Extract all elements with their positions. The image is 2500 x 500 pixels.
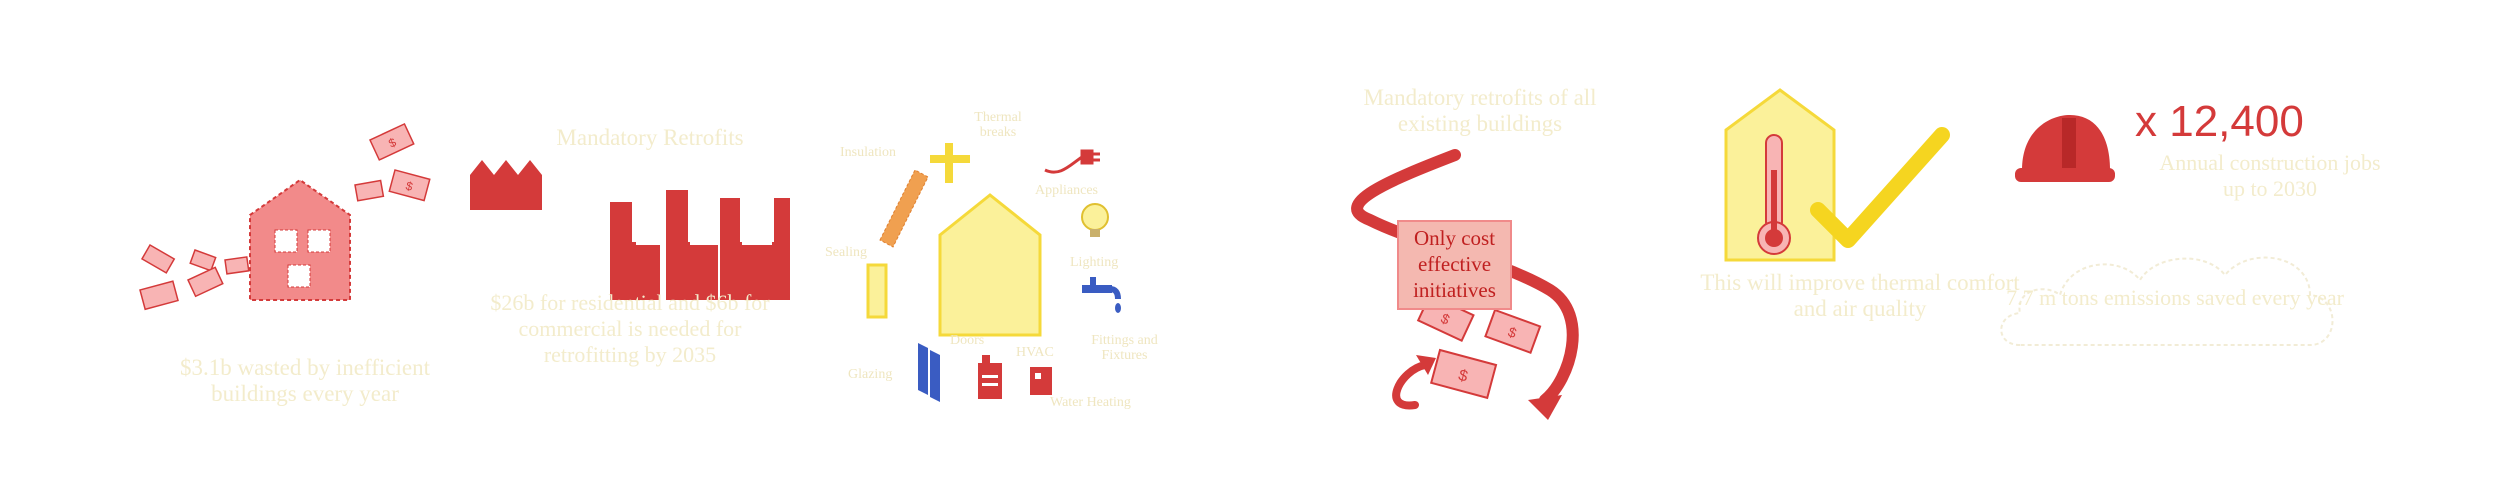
money-bill-icon: $ [369, 122, 415, 161]
wasted-money-caption: $3.1b wasted by inefficient buildings ev… [180, 355, 430, 406]
thermometer-icon [1757, 134, 1791, 255]
commercial-buildings-icon [610, 190, 790, 300]
thermal-comfort-illustration [1724, 88, 1950, 262]
checkmark-icon [1810, 127, 1950, 248]
retrofit-measures-diagram [866, 143, 1121, 402]
retrofit-title: Mandatory Retrofits [556, 125, 744, 150]
arrow-head-icon [1528, 395, 1562, 420]
thermal-break-icon [930, 143, 970, 183]
label-fittings: Fittings and Fixtures [1091, 333, 1158, 363]
svg-text:$: $ [1456, 367, 1469, 386]
money-bill-icon: $ [388, 169, 431, 202]
glazing-icon [918, 343, 940, 402]
panel-retrofit-costs: Mandatory Retrofits $26b for residential… [460, 125, 800, 385]
panel-thermal-comfort: This will improve thermal comfort and ai… [1700, 80, 2020, 380]
panel-retrofit-measures: Thermal breaks Insulation Appliances Sea… [820, 105, 1180, 425]
retrofit-cost-caption: $26b for residential and $6b for commerc… [490, 290, 770, 367]
cost-effective-box [1397, 220, 1512, 310]
hard-hat-icon [2015, 115, 2115, 182]
label-hvac: HVAC [1016, 345, 1054, 360]
door-icon [866, 263, 888, 319]
panel-wasted-money: $ $ $3.1b wasted by inefficient building… [139, 110, 470, 410]
money-bill-icon [139, 280, 179, 311]
label-sealing: Sealing [825, 245, 867, 260]
money-bill-icon: $ [1429, 348, 1498, 400]
water-tap-icon [1082, 277, 1121, 313]
insulation-icon [879, 169, 929, 248]
money-bill-icon [140, 243, 176, 274]
jobs-caption: Annual construction jobs up to 2030 [2159, 150, 2381, 201]
money-bill-icon: $ [1484, 308, 1542, 355]
money-bill-icon [187, 266, 224, 298]
leaking-house-illustration: $ $ [139, 122, 431, 311]
emissions-caption: 7.7 m tons emissions saved every year [2006, 285, 2344, 310]
panel-jobs-emissions: x 12,400 Annual construction jobs up to … [1980, 90, 2420, 390]
label-thermal-breaks: Thermal breaks [974, 110, 1022, 140]
thermal-comfort-caption: This will improve thermal comfort and ai… [1700, 270, 2020, 321]
label-water-heating: Water Heating [1050, 395, 1131, 410]
residential-houses-icon [470, 160, 542, 210]
label-doors: Doors [950, 333, 985, 348]
house-outline-icon [938, 193, 1042, 337]
svg-text:$: $ [404, 179, 414, 194]
money-bill-icon [354, 179, 385, 202]
mandatory-retrofits-title: Mandatory retrofits of all existing buil… [1363, 85, 1597, 136]
money-bill-icon [189, 249, 217, 272]
panel-mandatory-retrofits: Mandatory retrofits of all existing buil… [1300, 80, 1680, 440]
loop-arrow [1392, 361, 1429, 410]
money-bill-icon [224, 256, 250, 275]
label-lighting: Lighting [1070, 255, 1119, 270]
label-appliances: Appliances [1035, 183, 1098, 198]
house-icon [249, 178, 351, 301]
label-insulation: Insulation [840, 145, 896, 160]
label-glazing: Glazing [848, 367, 893, 382]
cost-effective-text: Only cost effective initiatives [1413, 226, 1496, 302]
water-heater-icon [1030, 367, 1052, 395]
plug-icon [1044, 149, 1100, 174]
hvac-icon [978, 355, 1002, 399]
light-bulb-icon [1081, 203, 1109, 237]
emissions-cloud-icon [2000, 256, 2334, 346]
jobs-count: x 12,400 [2135, 97, 2304, 146]
